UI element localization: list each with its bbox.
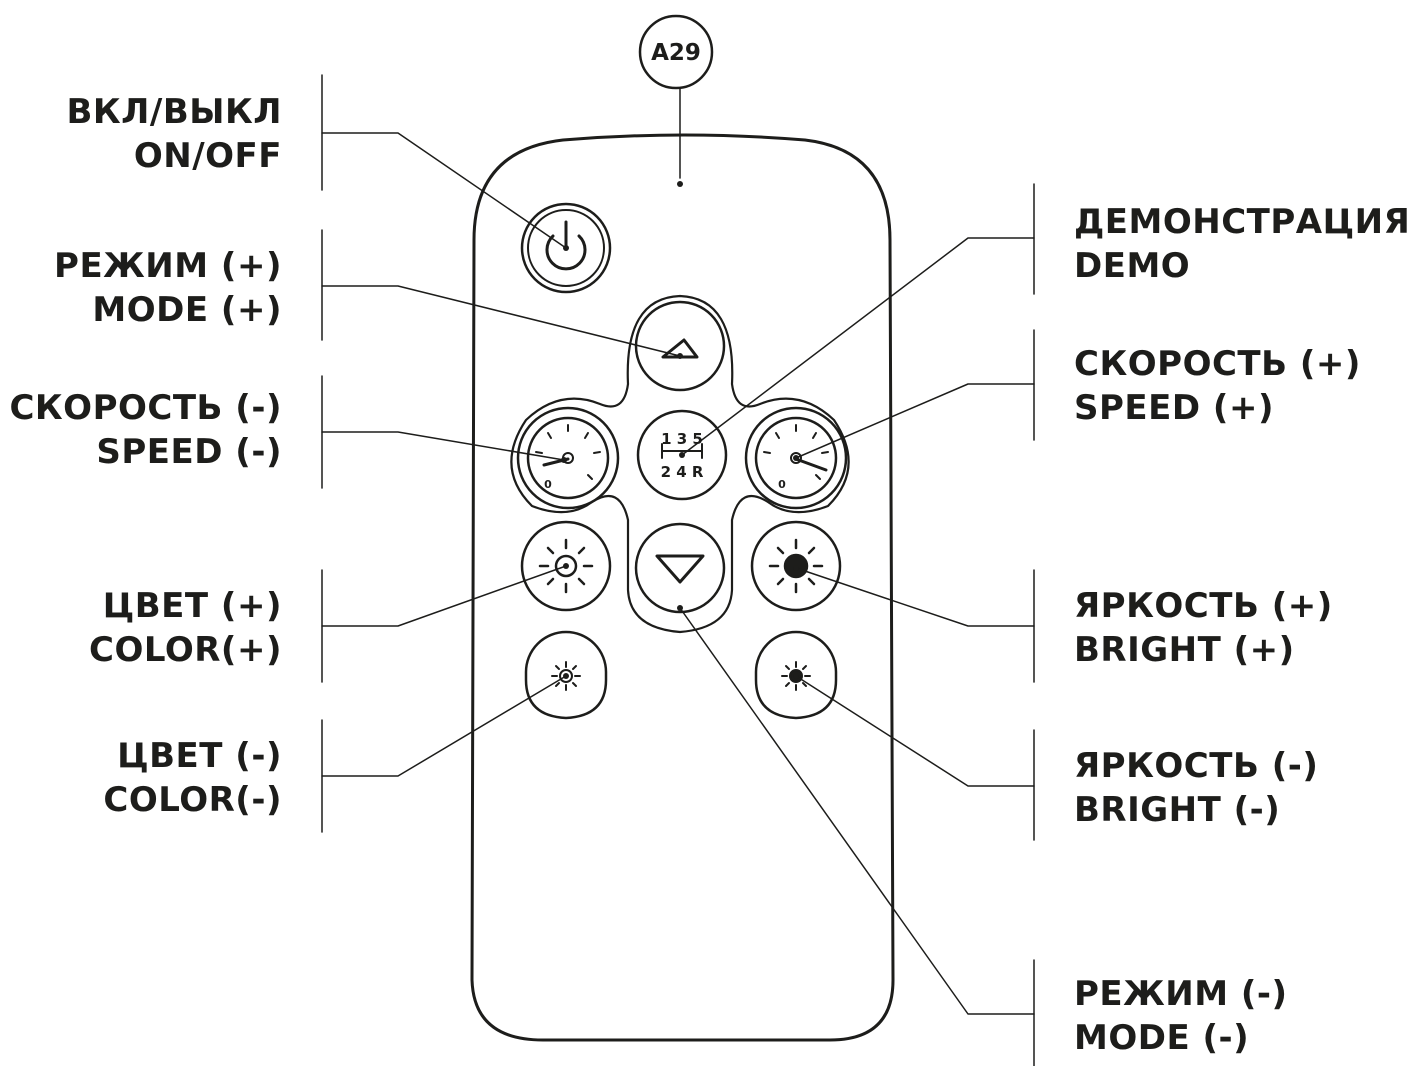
leaders-right — [679, 183, 1035, 1066]
gauge-zero-label: 0 — [778, 478, 786, 491]
label-mode-minus-ru: РЕЖИМ (-) — [1074, 974, 1288, 1014]
demo-button[interactable]: 1 3 5 2 4 R — [636, 409, 728, 501]
label-speed-minus-ru: СКОРОСТЬ (-) — [9, 388, 282, 428]
gear-bottom-label: 2 4 R — [661, 463, 704, 481]
power-icon — [545, 220, 587, 271]
power-button[interactable] — [520, 202, 612, 294]
label-speed-plus: СКОРОСТЬ (+) SPEED (+) — [1074, 342, 1361, 430]
label-speed-minus: СКОРОСТЬ (-) SPEED (-) — [9, 386, 282, 474]
label-demo: ДЕМОНСТРАЦИЯ DEMO — [1074, 200, 1410, 288]
label-bright-minus-en: BRIGHT (-) — [1074, 790, 1281, 830]
label-speed-minus-en: SPEED (-) — [96, 432, 282, 472]
label-bright-minus: ЯРКОСТЬ (-) BRIGHT (-) — [1074, 744, 1318, 832]
label-mode-plus-en: MODE (+) — [92, 290, 282, 330]
label-color-plus-en: COLOR(+) — [89, 630, 282, 670]
label-color-plus-ru: ЦВЕТ (+) — [102, 586, 282, 626]
leaders-left — [321, 74, 681, 833]
label-color-minus-en: COLOR(-) — [103, 780, 282, 820]
color-minus-button[interactable] — [524, 630, 608, 720]
label-bright-plus: ЯРКОСТЬ (+) BRIGHT (+) — [1074, 584, 1333, 672]
button-cluster-outline — [510, 294, 850, 634]
gauge-zero-label: 0 — [544, 478, 552, 491]
gauge-icon: 0 — [763, 424, 829, 491]
small-sun-icon — [551, 661, 581, 691]
label-color-plus: ЦВЕТ (+) COLOR(+) — [89, 584, 282, 672]
bright-plus-button[interactable] — [750, 520, 842, 612]
label-mode-plus-ru: РЕЖИМ (+) — [54, 246, 282, 286]
gear-shift-icon: 1 3 5 2 4 R — [661, 430, 704, 481]
label-speed-plus-en: SPEED (+) — [1074, 388, 1274, 428]
label-power-en: ON/OFF — [133, 136, 282, 176]
label-speed-plus-ru: СКОРОСТЬ (+) — [1074, 344, 1361, 384]
ir-sensor — [677, 181, 683, 187]
remote-body — [470, 133, 895, 1042]
model-badge-text: A29 — [651, 40, 701, 66]
sun-icon — [538, 538, 594, 594]
label-bright-minus-ru: ЯРКОСТЬ (-) — [1074, 746, 1319, 786]
model-badge: A29 — [638, 14, 714, 90]
speed-minus-button[interactable]: 0 — [516, 406, 620, 510]
color-plus-button[interactable] — [520, 520, 612, 612]
label-mode-minus: РЕЖИМ (-) MODE (-) — [1074, 972, 1288, 1060]
mode-plus-button[interactable] — [634, 300, 726, 392]
label-color-minus: ЦВЕТ (-) COLOR(-) — [103, 734, 282, 822]
label-demo-en: DEMO — [1074, 246, 1191, 286]
label-mode-plus: РЕЖИМ (+) MODE (+) — [54, 244, 282, 332]
leader-dots — [561, 245, 799, 679]
label-power-ru: ВКЛ/ВЫКЛ — [66, 92, 282, 132]
triangle-down-icon — [655, 554, 705, 584]
label-color-minus-ru: ЦВЕТ (-) — [117, 736, 282, 776]
gauge-icon: 0 — [535, 424, 601, 491]
mode-minus-button[interactable] — [634, 522, 726, 614]
label-bright-plus-ru: ЯРКОСТЬ (+) — [1074, 586, 1333, 626]
speed-plus-button[interactable]: 0 — [744, 406, 848, 510]
gear-top-label: 1 3 5 — [661, 430, 703, 448]
label-bright-plus-en: BRIGHT (+) — [1074, 630, 1295, 670]
label-demo-ru: ДЕМОНСТРАЦИЯ — [1074, 202, 1411, 242]
label-mode-minus-en: MODE (-) — [1074, 1018, 1250, 1058]
label-power: ВКЛ/ВЫКЛ ON/OFF — [66, 90, 282, 178]
